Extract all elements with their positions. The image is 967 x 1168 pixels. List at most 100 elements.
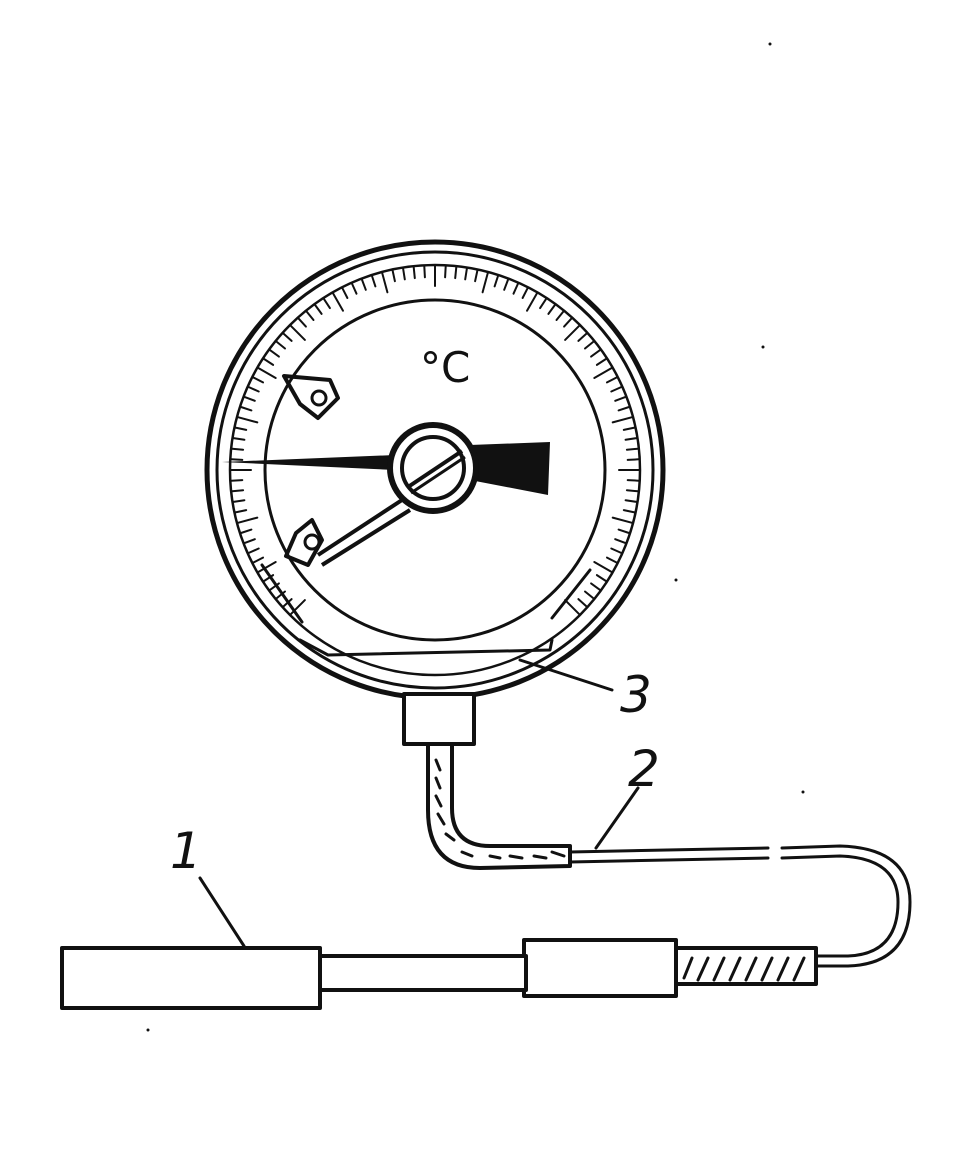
callout-label-2: 2 — [628, 740, 660, 798]
thread-hatching — [682, 956, 806, 982]
scale-tick — [444, 265, 447, 279]
callout-label-1: 1 — [170, 822, 202, 880]
scale-tick — [493, 275, 499, 288]
scale-tick — [269, 349, 280, 358]
scale-ticks — [230, 265, 640, 616]
scale-tick — [547, 304, 556, 315]
scale-tick — [237, 516, 259, 524]
scale-tick — [247, 547, 260, 554]
scale-tick — [577, 332, 588, 342]
scale-tick — [240, 406, 253, 412]
upper-marker-pin — [310, 389, 328, 407]
scale-tick — [297, 317, 307, 328]
scale-tick — [626, 458, 640, 461]
scale-tick — [512, 282, 519, 295]
scale-tick — [247, 386, 260, 393]
compression-fitting — [522, 938, 678, 998]
scale-tick — [332, 292, 344, 312]
scale-tick — [237, 416, 259, 424]
scale-tick — [595, 357, 608, 366]
scale-tick — [275, 590, 286, 600]
gauge-bezel — [215, 250, 655, 690]
scale-tick — [521, 287, 529, 299]
scale-tick — [590, 582, 601, 591]
scale-tick — [614, 395, 627, 402]
scale-tick — [351, 282, 358, 295]
scale-tick — [289, 324, 306, 341]
callout-label-3: 3 — [620, 666, 652, 724]
scale-tick — [622, 509, 636, 514]
scale-tick — [257, 367, 277, 379]
scale-tick — [282, 332, 293, 342]
scale-tick — [243, 538, 256, 545]
scale-tick — [563, 317, 573, 328]
scale-band-inner — [263, 298, 607, 642]
tube-hatching — [434, 758, 566, 860]
scale-tick — [341, 287, 349, 299]
scale-tick — [539, 297, 548, 310]
connecting-rod — [316, 954, 528, 992]
scale-tick — [590, 349, 601, 358]
scale-tick — [624, 499, 638, 503]
scale-tick — [593, 561, 613, 573]
setpoint-markers — [282, 374, 412, 567]
scale-tick — [584, 340, 595, 350]
scale-tick — [614, 538, 627, 545]
scale-tick — [606, 556, 618, 564]
scale-tick — [240, 528, 253, 534]
scale-tick — [610, 547, 623, 554]
lower-setpoint-marker — [284, 518, 324, 567]
scale-tick — [230, 479, 244, 482]
scale-tick — [360, 278, 367, 291]
scale-tick — [275, 340, 286, 350]
capillary-line-upper — [568, 846, 770, 864]
nameplate — [298, 638, 554, 657]
scale-tick — [564, 599, 581, 616]
scale-tick — [234, 426, 248, 431]
scale-tick — [391, 269, 396, 283]
lower-marker-pin — [303, 533, 321, 551]
scale-tick — [584, 590, 595, 600]
scale-gap-left — [260, 563, 304, 624]
scan-specks — [146, 42, 805, 1032]
scale-tick — [252, 376, 264, 384]
scale-tick — [231, 489, 245, 493]
leader-2 — [594, 786, 640, 850]
scale-tick — [595, 574, 608, 583]
scale-tick — [234, 509, 248, 514]
leader-1 — [198, 876, 246, 948]
gauge-connector — [402, 692, 476, 746]
scale-tick — [555, 310, 565, 321]
sensing-bulb — [60, 946, 322, 1010]
scale-tick — [625, 447, 639, 451]
scale-tick — [231, 447, 245, 451]
scale-tick — [503, 278, 510, 291]
scale-tick — [577, 598, 588, 608]
scale-tick — [381, 272, 389, 294]
scale-tick — [610, 386, 623, 393]
scale-tick — [622, 426, 636, 431]
scale-tick — [564, 324, 581, 341]
scale-tick — [412, 266, 416, 280]
capillary-assembly — [60, 692, 912, 1010]
scale-tick — [243, 395, 256, 402]
scale-tick — [305, 310, 315, 321]
dial-unit-label: °C — [420, 343, 470, 392]
scale-tick — [230, 458, 244, 461]
scale-tick — [626, 479, 640, 482]
scale-tick — [606, 376, 618, 384]
scale-tick — [464, 267, 468, 281]
scale-tick — [611, 416, 633, 424]
scale-tick — [617, 528, 630, 534]
protective-tube — [426, 744, 572, 870]
scale-tick — [232, 499, 246, 503]
scale-tick — [617, 406, 630, 412]
marker-linkage-arm — [316, 498, 412, 567]
scale-tick — [322, 297, 331, 310]
scale-gap-right — [550, 568, 592, 620]
scale-tick — [314, 304, 323, 315]
scale-tick — [526, 292, 538, 312]
scale-tick — [625, 489, 639, 493]
scale-tick — [232, 437, 246, 441]
